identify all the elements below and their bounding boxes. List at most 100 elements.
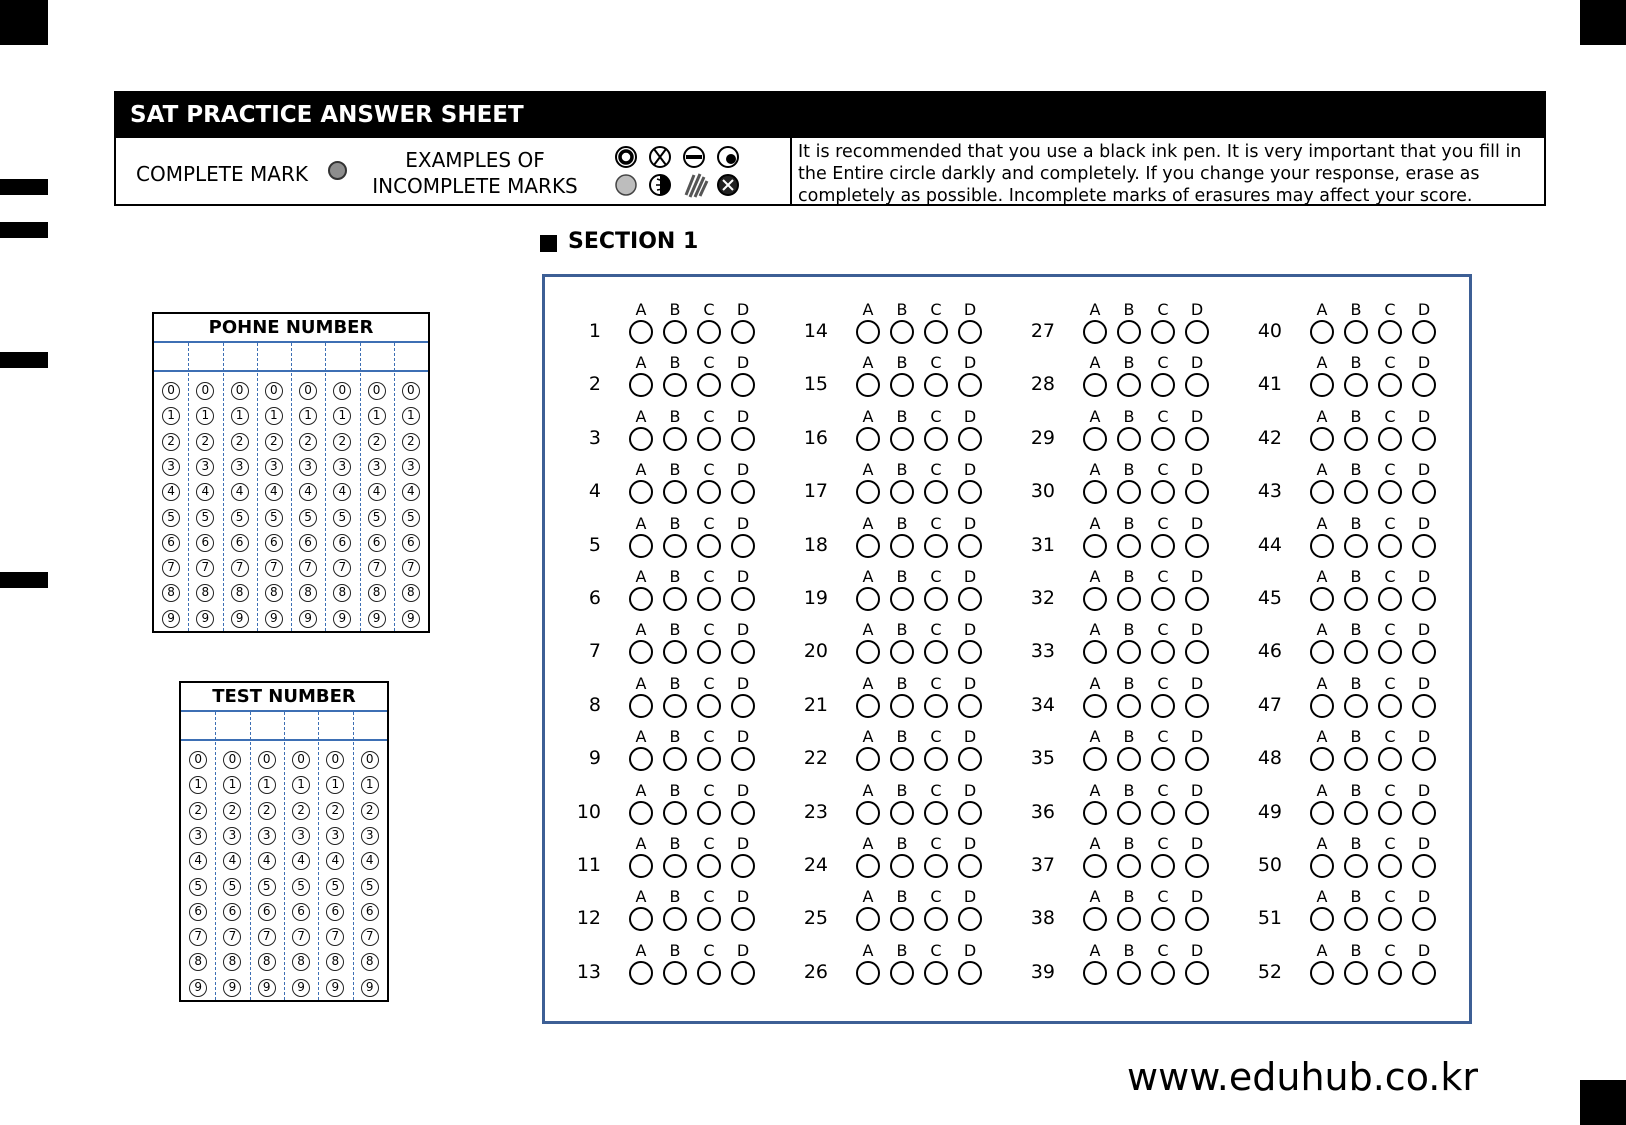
digit-bubble[interactable]: 3 <box>230 457 249 476</box>
answer-bubble[interactable] <box>1185 533 1209 558</box>
answer-bubble[interactable] <box>1412 640 1436 665</box>
digit-bubble[interactable]: 2 <box>299 432 318 451</box>
answer-bubble[interactable] <box>731 640 755 665</box>
answer-bubble[interactable] <box>958 373 982 398</box>
answer-bubble[interactable] <box>697 533 721 558</box>
answer-bubble[interactable] <box>856 800 880 825</box>
answer-bubble[interactable] <box>731 587 755 611</box>
answer-bubble[interactable] <box>731 747 755 772</box>
digit-bubble[interactable]: 7 <box>264 559 283 578</box>
answer-bubble[interactable] <box>1344 854 1368 878</box>
digit-bubble[interactable]: 8 <box>333 584 352 603</box>
answer-bubble[interactable] <box>890 373 914 398</box>
answer-bubble[interactable] <box>924 960 948 985</box>
answer-bubble[interactable] <box>1151 854 1175 878</box>
answer-bubble[interactable] <box>1117 854 1141 878</box>
answer-bubble[interactable] <box>1151 747 1175 772</box>
digit-bubble[interactable]: 2 <box>360 801 379 820</box>
answer-bubble[interactable] <box>1412 373 1436 398</box>
answer-bubble[interactable] <box>924 426 948 451</box>
answer-bubble[interactable] <box>924 533 948 558</box>
answer-bubble[interactable] <box>1344 587 1368 611</box>
digit-bubble[interactable]: 3 <box>299 457 318 476</box>
answer-bubble[interactable] <box>958 640 982 665</box>
digit-bubble[interactable]: 8 <box>189 953 208 972</box>
answer-bubble[interactable] <box>1185 747 1209 772</box>
answer-bubble[interactable] <box>731 480 755 505</box>
answer-bubble[interactable] <box>924 480 948 505</box>
answer-bubble[interactable] <box>856 640 880 665</box>
answer-bubble[interactable] <box>697 426 721 451</box>
answer-bubble[interactable] <box>924 587 948 611</box>
digit-bubble[interactable]: 6 <box>189 902 208 921</box>
answer-bubble[interactable] <box>1378 426 1402 451</box>
answer-bubble[interactable] <box>663 747 687 772</box>
answer-bubble[interactable] <box>1344 426 1368 451</box>
answer-bubble[interactable] <box>890 320 914 344</box>
answer-bubble[interactable] <box>890 693 914 718</box>
answer-bubble[interactable] <box>697 320 721 344</box>
digit-bubble[interactable]: 4 <box>299 483 318 502</box>
answer-bubble[interactable] <box>1378 373 1402 398</box>
answer-bubble[interactable] <box>1117 693 1141 718</box>
digit-bubble[interactable]: 8 <box>299 584 318 603</box>
digit-bubble[interactable]: 9 <box>292 978 311 997</box>
answer-bubble[interactable] <box>1344 533 1368 558</box>
answer-bubble[interactable] <box>663 533 687 558</box>
digit-bubble[interactable]: 5 <box>299 508 318 527</box>
answer-bubble[interactable] <box>890 907 914 932</box>
answer-bubble[interactable] <box>1185 960 1209 985</box>
digit-bubble[interactable]: 7 <box>189 928 208 947</box>
answer-bubble[interactable] <box>1412 320 1436 344</box>
digit-bubble[interactable]: 9 <box>360 978 379 997</box>
digit-bubble[interactable]: 5 <box>292 877 311 896</box>
answer-bubble[interactable] <box>1310 854 1334 878</box>
answer-bubble[interactable] <box>731 373 755 398</box>
digit-bubble[interactable]: 1 <box>326 776 345 795</box>
answer-bubble[interactable] <box>1083 747 1107 772</box>
digit-bubble[interactable]: 0 <box>162 382 181 400</box>
answer-bubble[interactable] <box>1185 693 1209 718</box>
digit-bubble[interactable]: 8 <box>360 953 379 972</box>
answer-bubble[interactable] <box>890 640 914 665</box>
answer-bubble[interactable] <box>1151 320 1175 344</box>
answer-bubble[interactable] <box>629 533 653 558</box>
digit-bubble[interactable]: 2 <box>326 801 345 820</box>
digit-bubble[interactable]: 6 <box>257 902 276 921</box>
digit-bubble[interactable]: 1 <box>223 776 242 795</box>
answer-bubble[interactable] <box>890 960 914 985</box>
digit-bubble[interactable]: 6 <box>230 533 249 552</box>
answer-bubble[interactable] <box>663 320 687 344</box>
answer-bubble[interactable] <box>663 426 687 451</box>
answer-bubble[interactable] <box>924 854 948 878</box>
answer-bubble[interactable] <box>1151 693 1175 718</box>
answer-bubble[interactable] <box>697 800 721 825</box>
answer-bubble[interactable] <box>958 587 982 611</box>
digit-bubble[interactable]: 3 <box>162 457 181 476</box>
digit-bubble[interactable]: 5 <box>333 508 352 527</box>
answer-bubble[interactable] <box>731 693 755 718</box>
answer-bubble[interactable] <box>663 854 687 878</box>
answer-bubble[interactable] <box>1185 373 1209 398</box>
digit-bubble[interactable]: 9 <box>299 609 318 628</box>
digit-bubble[interactable]: 9 <box>264 609 283 628</box>
digit-bubble[interactable]: 6 <box>299 533 318 552</box>
answer-bubble[interactable] <box>731 907 755 932</box>
digit-bubble[interactable]: 7 <box>299 559 318 578</box>
digit-bubble[interactable]: 3 <box>367 457 386 476</box>
answer-bubble[interactable] <box>1151 426 1175 451</box>
digit-bubble[interactable]: 9 <box>162 609 181 628</box>
digit-bubble[interactable]: 1 <box>257 776 276 795</box>
digit-bubble[interactable]: 8 <box>401 584 420 603</box>
digit-bubble[interactable]: 5 <box>326 877 345 896</box>
answer-bubble[interactable] <box>663 587 687 611</box>
digit-bubble[interactable]: 1 <box>360 776 379 795</box>
answer-bubble[interactable] <box>1412 854 1436 878</box>
answer-bubble[interactable] <box>1378 854 1402 878</box>
answer-bubble[interactable] <box>629 373 653 398</box>
digit-bubble[interactable]: 1 <box>264 407 283 426</box>
answer-bubble[interactable] <box>1083 640 1107 665</box>
digit-bubble[interactable]: 1 <box>367 407 386 426</box>
answer-bubble[interactable] <box>856 960 880 985</box>
answer-bubble[interactable] <box>1378 640 1402 665</box>
